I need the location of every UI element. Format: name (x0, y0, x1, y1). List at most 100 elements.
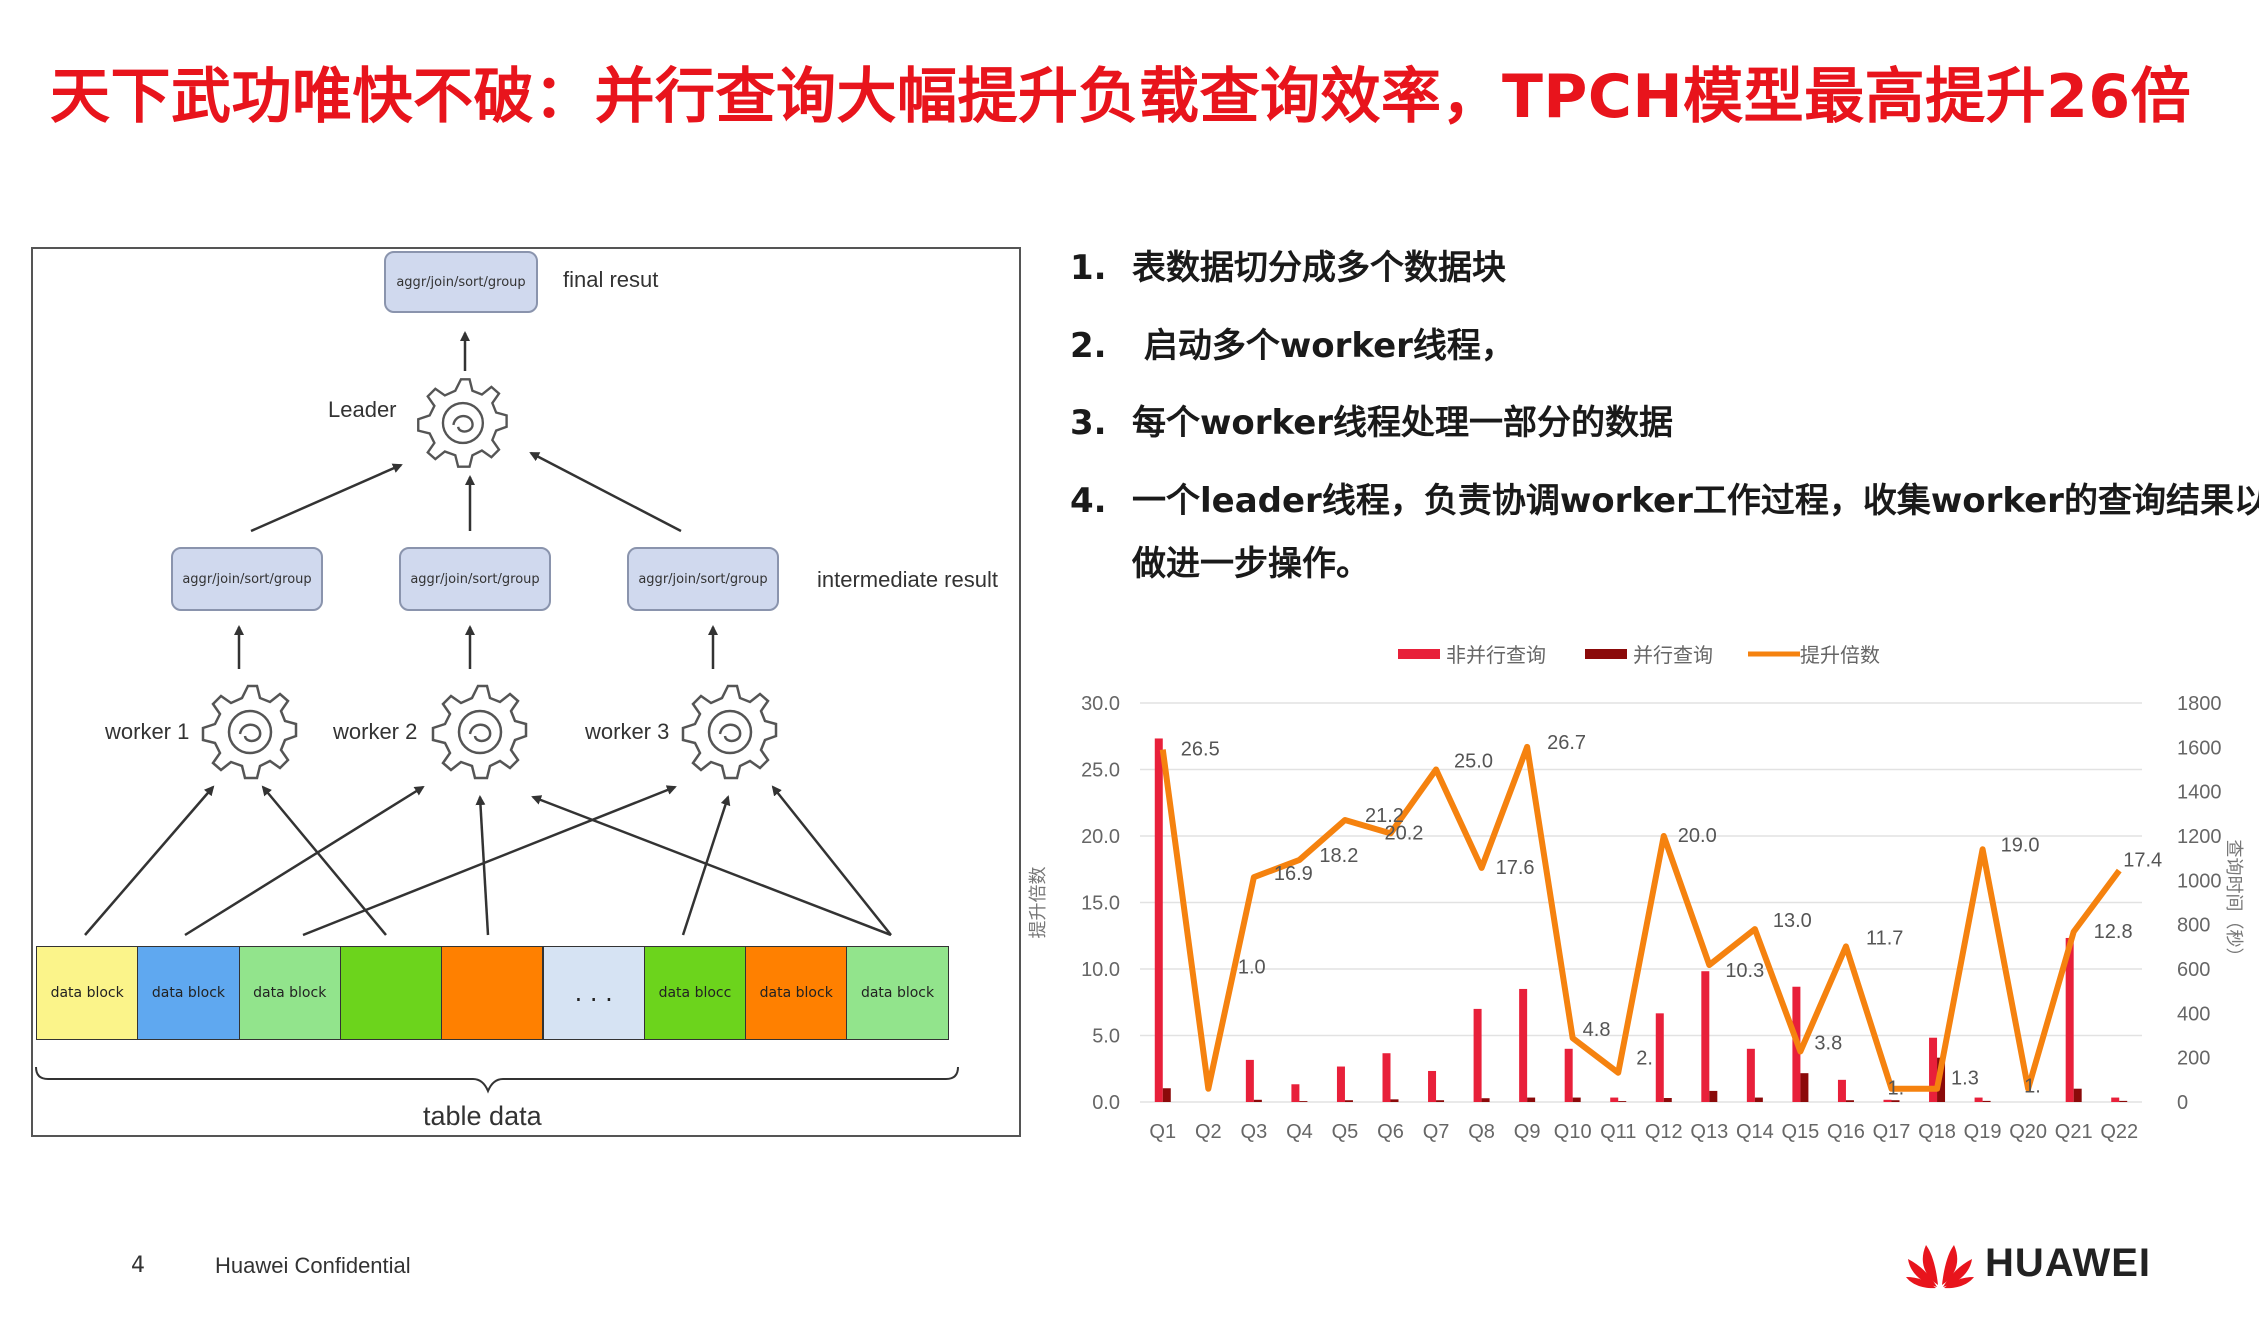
bar (1519, 988, 1528, 1102)
table-brace (35, 1066, 959, 1094)
parallel-query-diagram: aggr/join/sort/group final resut Leader … (31, 247, 1021, 1137)
bar (2073, 1088, 2082, 1102)
leader-gear-icon (417, 378, 508, 468)
bar (1291, 1084, 1300, 1102)
speedup-line (1159, 743, 2122, 1092)
step-4-continued: 做进一步操作。 (1132, 544, 1370, 584)
left-tick-label: 5.0 (1092, 1026, 1120, 1048)
point-label: 16.9 (1274, 863, 1313, 885)
bar (1154, 738, 1163, 1102)
point-label: 1.3 (1951, 1068, 1979, 1090)
category-label: Q22 (2100, 1121, 2138, 1143)
point-label: 4.8 (1583, 1019, 1611, 1041)
confidential-label: Huawei Confidential (215, 1253, 411, 1278)
point-label: 17.4 (2123, 850, 2162, 872)
category-label: Q3 (1241, 1121, 1268, 1143)
category-label: Q1 (1149, 1121, 1176, 1143)
bar (1746, 1048, 1755, 1102)
point-label: 26.5 (1181, 739, 1220, 761)
bar (1245, 1059, 1254, 1102)
category-label: Q8 (1468, 1121, 1495, 1143)
bar (1837, 1079, 1846, 1102)
category-label: Q11 (1600, 1121, 1636, 1143)
left-tick-label: 10.0 (1081, 959, 1120, 981)
right-tick-label: 0 (2177, 1092, 2188, 1114)
data-block (441, 946, 544, 1040)
left-tick-label: 30.0 (1081, 693, 1120, 715)
right-tick-label: 600 (2177, 959, 2210, 981)
left-tick-label: 0.0 (1092, 1092, 1120, 1114)
bar (1891, 1100, 1900, 1102)
category-label: Q2 (1195, 1121, 1222, 1143)
step-1: 1.表数据切分成多个数据块 (1070, 248, 1506, 288)
data-block: data block (137, 946, 240, 1040)
category-label: Q4 (1286, 1121, 1313, 1143)
point-label: 20.0 (1678, 825, 1717, 847)
bar (1610, 1097, 1619, 1102)
page-number: 4 (131, 1253, 145, 1278)
bar (2111, 1097, 2120, 1102)
point-label: 19.0 (2001, 834, 2040, 856)
bar (1974, 1097, 1983, 1102)
bar (1709, 1090, 1718, 1102)
category-label: Q13 (1690, 1121, 1728, 1143)
point-label: 26.7 (1547, 732, 1586, 754)
bar (1883, 1099, 1892, 1102)
intermediate-result-label: intermediate result (817, 567, 998, 592)
worker3-gear-icon (681, 684, 778, 780)
bar (1655, 1013, 1664, 1102)
category-label: Q7 (1423, 1121, 1450, 1143)
right-axis-title: 查询时间（秒） (2223, 840, 2244, 966)
point-label: 20.2 (1385, 822, 1424, 844)
point-label: 25.0 (1454, 751, 1493, 773)
bar (1436, 1100, 1445, 1102)
point-label: 10.3 (1725, 960, 1764, 982)
category-label: Q5 (1332, 1121, 1359, 1143)
bar (1382, 1053, 1391, 1102)
point-label: 13.0 (1773, 910, 1812, 932)
bar (1754, 1097, 1763, 1102)
bar (1929, 1037, 1938, 1102)
bar (1572, 1097, 1581, 1102)
step-3: 3.每个worker线程处理一部分的数据 (1070, 403, 1674, 443)
data-block: data block (745, 946, 848, 1040)
legend-swatch (1585, 649, 1627, 659)
data-block: data block (36, 946, 139, 1040)
bar (1428, 1070, 1437, 1102)
data-block: data block (846, 946, 949, 1040)
worker2-agg-box: aggr/join/sort/group (399, 547, 551, 611)
right-tick-label: 1600 (2177, 737, 2222, 759)
category-label: Q12 (1645, 1121, 1683, 1143)
category-label: Q14 (1736, 1121, 1774, 1143)
worker2-gear-icon (431, 684, 528, 780)
left-tick-label: 20.0 (1081, 826, 1120, 848)
bar (1390, 1099, 1399, 1102)
legend-label: 提升倍数 (1800, 643, 1880, 667)
bar (1162, 1088, 1171, 1102)
point-label: 1. (2024, 1076, 2041, 1098)
worker1-gear-icon (201, 684, 298, 780)
step-2: 2. 启动多个worker线程， (1070, 326, 1515, 366)
category-label: Q9 (1514, 1121, 1541, 1143)
left-tick-label: 25.0 (1081, 760, 1120, 782)
point-label: 17.6 (1496, 857, 1535, 879)
worker3-label: worker 3 (585, 719, 670, 744)
right-tick-label: 800 (2177, 915, 2210, 937)
bar (1564, 1048, 1573, 1102)
category-label: Q17 (1873, 1121, 1911, 1143)
category-label: Q16 (1827, 1121, 1865, 1143)
final-result-label: final resut (563, 267, 659, 292)
data-block (339, 946, 443, 1040)
worker1-agg-box: aggr/join/sort/group (171, 547, 323, 611)
category-label: Q19 (1964, 1121, 2002, 1143)
bar (1299, 1101, 1308, 1102)
legend-label: 并行查询 (1633, 643, 1713, 667)
category-label: Q15 (1782, 1121, 1820, 1143)
bar (1701, 971, 1710, 1102)
right-tick-label: 1800 (2177, 693, 2222, 715)
right-tick-label: 1000 (2177, 870, 2222, 892)
point-label: 1.0 (1238, 957, 1266, 979)
legend-swatch (1398, 649, 1440, 659)
legend-label: 非并行查询 (1446, 643, 1546, 667)
huawei-logo: HUAWEI (1905, 1237, 2151, 1289)
